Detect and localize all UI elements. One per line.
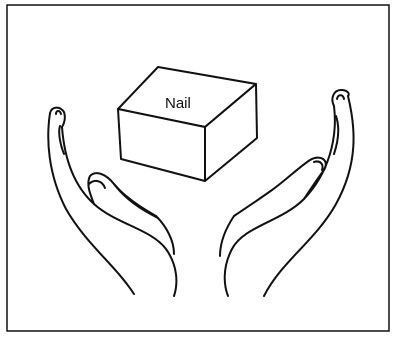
illustration-frame: Nail [6, 4, 390, 332]
box-label: Nail [165, 95, 191, 112]
hands-holding-box-illustration: Nail [6, 4, 390, 332]
